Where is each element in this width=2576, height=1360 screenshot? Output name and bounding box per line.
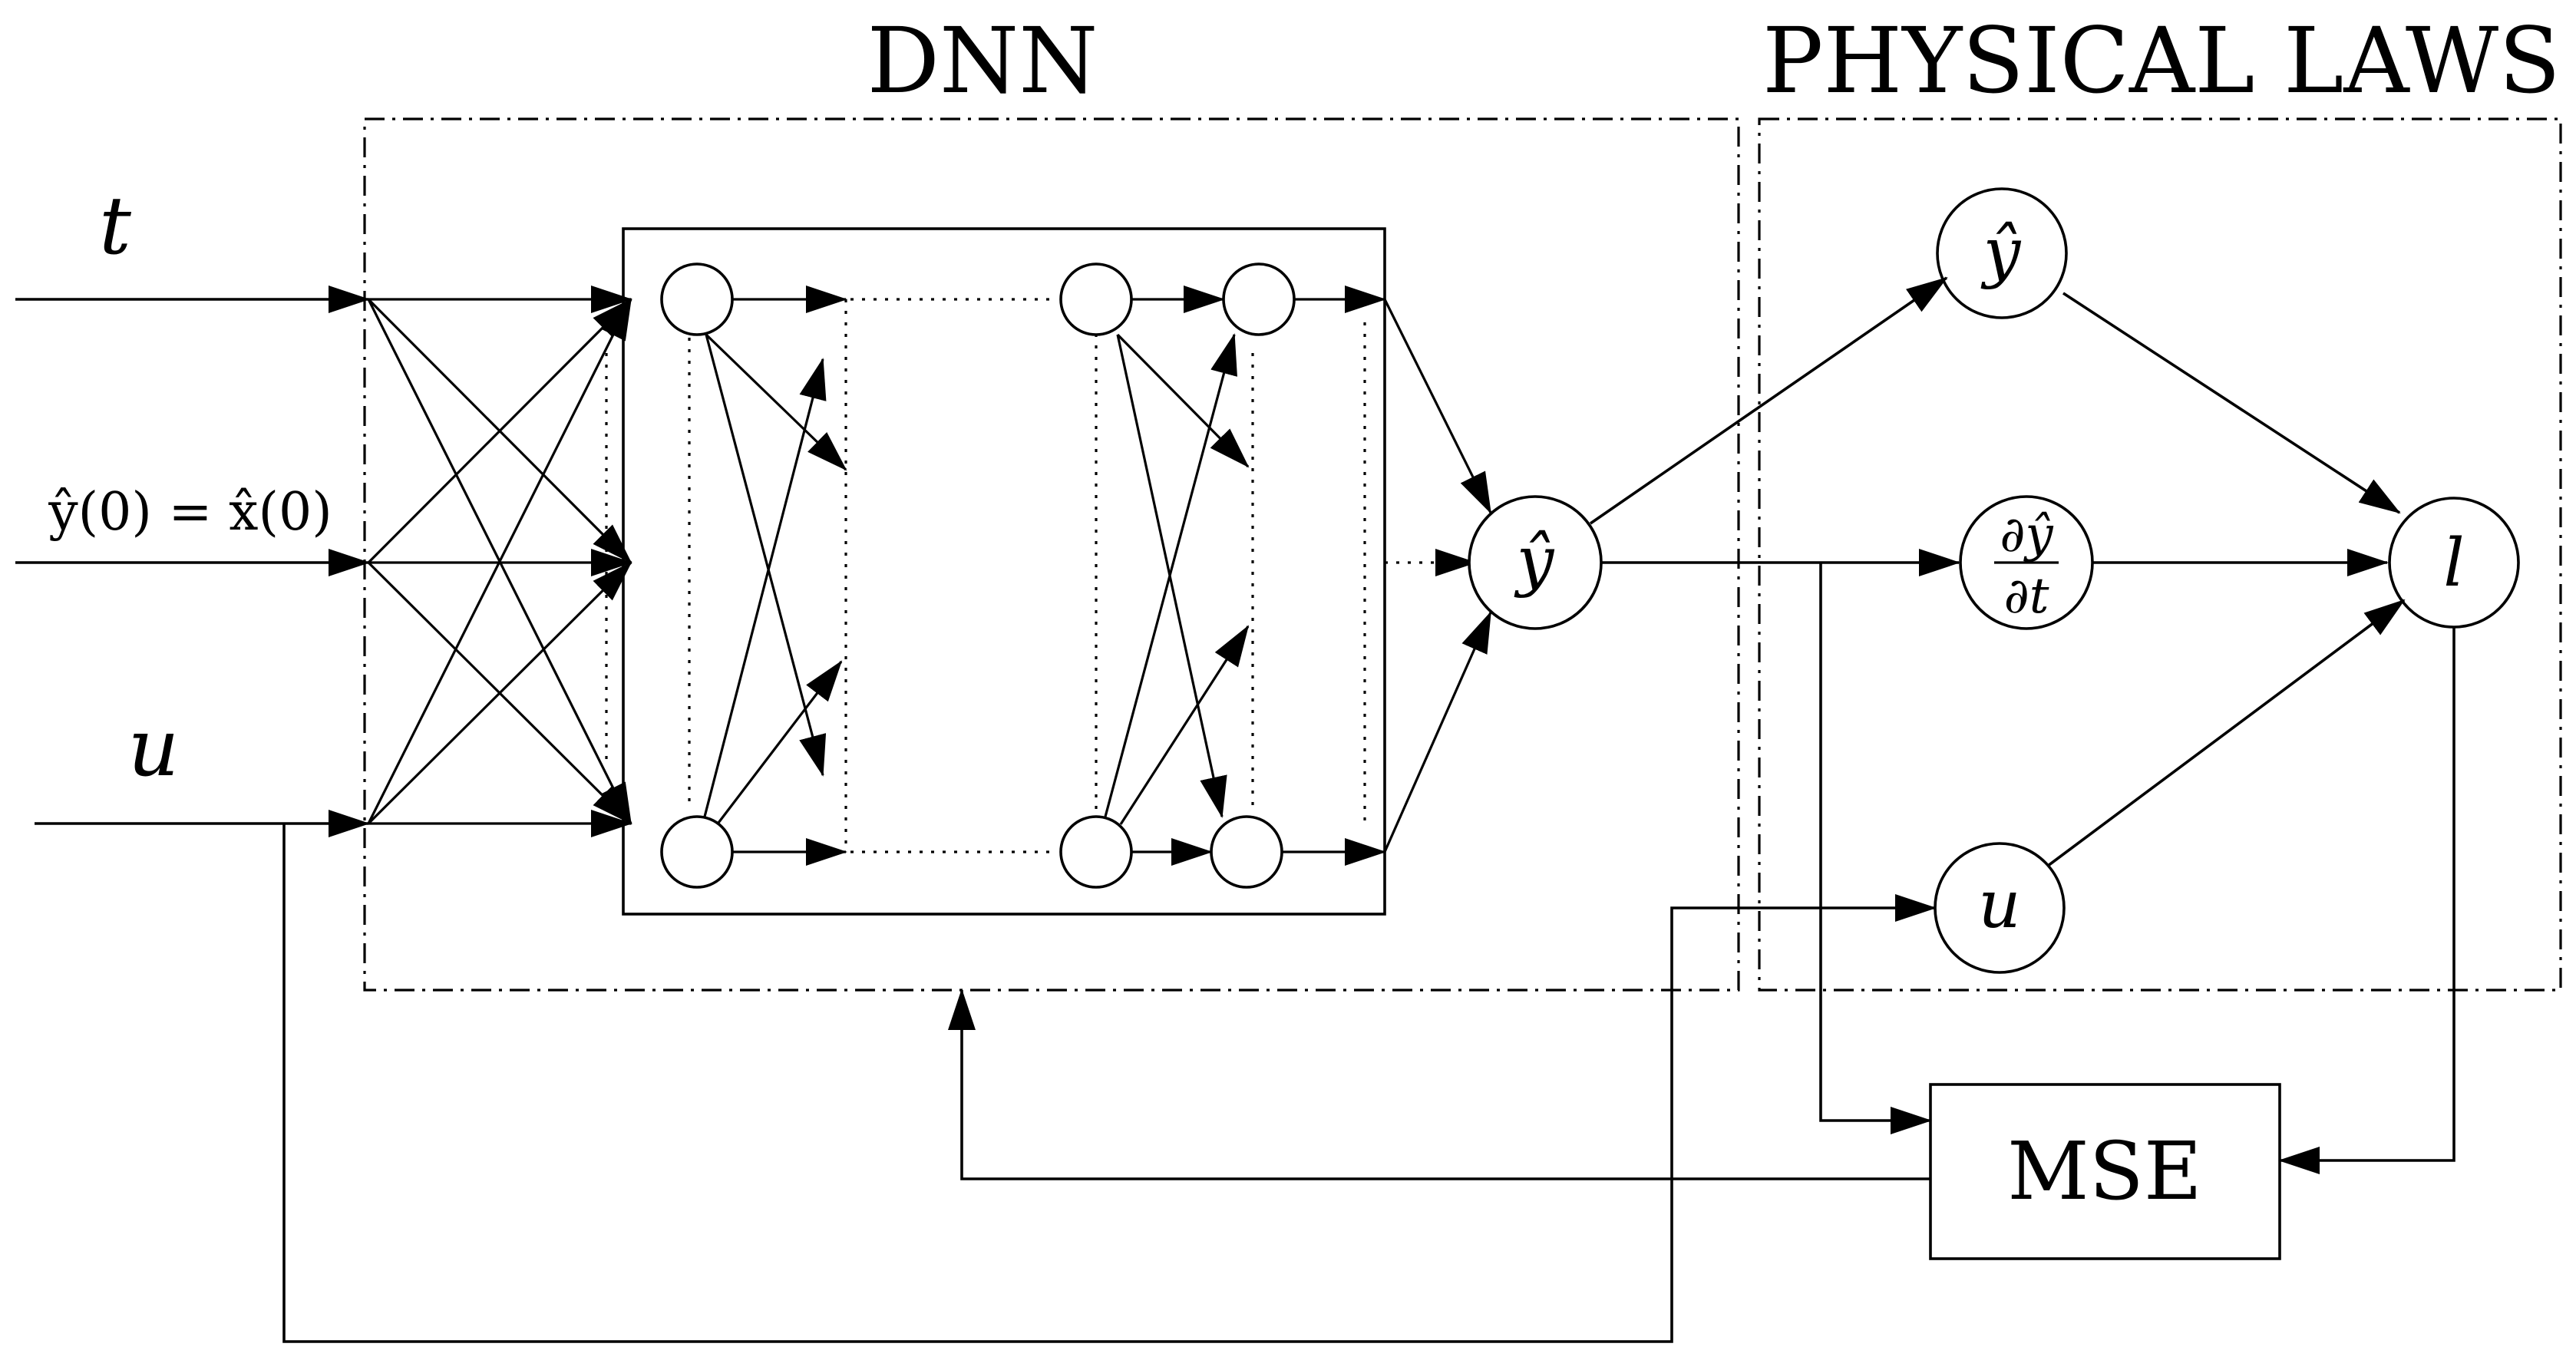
mse-label: MSE [2007,1124,2202,1218]
output-connections [1383,299,1492,853]
physics-title: PHYSICAL LAWS [1762,8,2561,114]
input-layer-connections [367,286,632,837]
input-label-u: u [128,701,180,794]
loss-label: l [2443,525,2465,602]
hidden-connections [703,286,1386,866]
input-lines [15,286,370,837]
input-label-y0: ŷ(0) = x̂(0) [48,482,332,543]
physics-connections [1589,276,2406,867]
input-label-t: t [99,179,131,272]
physics-section-box [1758,117,2562,992]
dnn-title: DNN [867,8,1098,114]
feedback-lines [282,563,2455,1343]
hidden-neurons [660,262,1296,889]
physics-y-node [1936,187,2068,319]
derivative-denominator: ∂t [2004,568,2049,625]
network-box [622,227,1386,916]
physics-u-label: u [1978,867,2020,943]
dnn-section-box [363,117,1740,992]
layer-dotted-separators [605,298,1477,853]
physics-y-label: ŷ [1980,214,2022,291]
dnn-output-label: ŷ [1514,523,1555,599]
derivative-numerator: ∂ŷ [2000,507,2053,563]
